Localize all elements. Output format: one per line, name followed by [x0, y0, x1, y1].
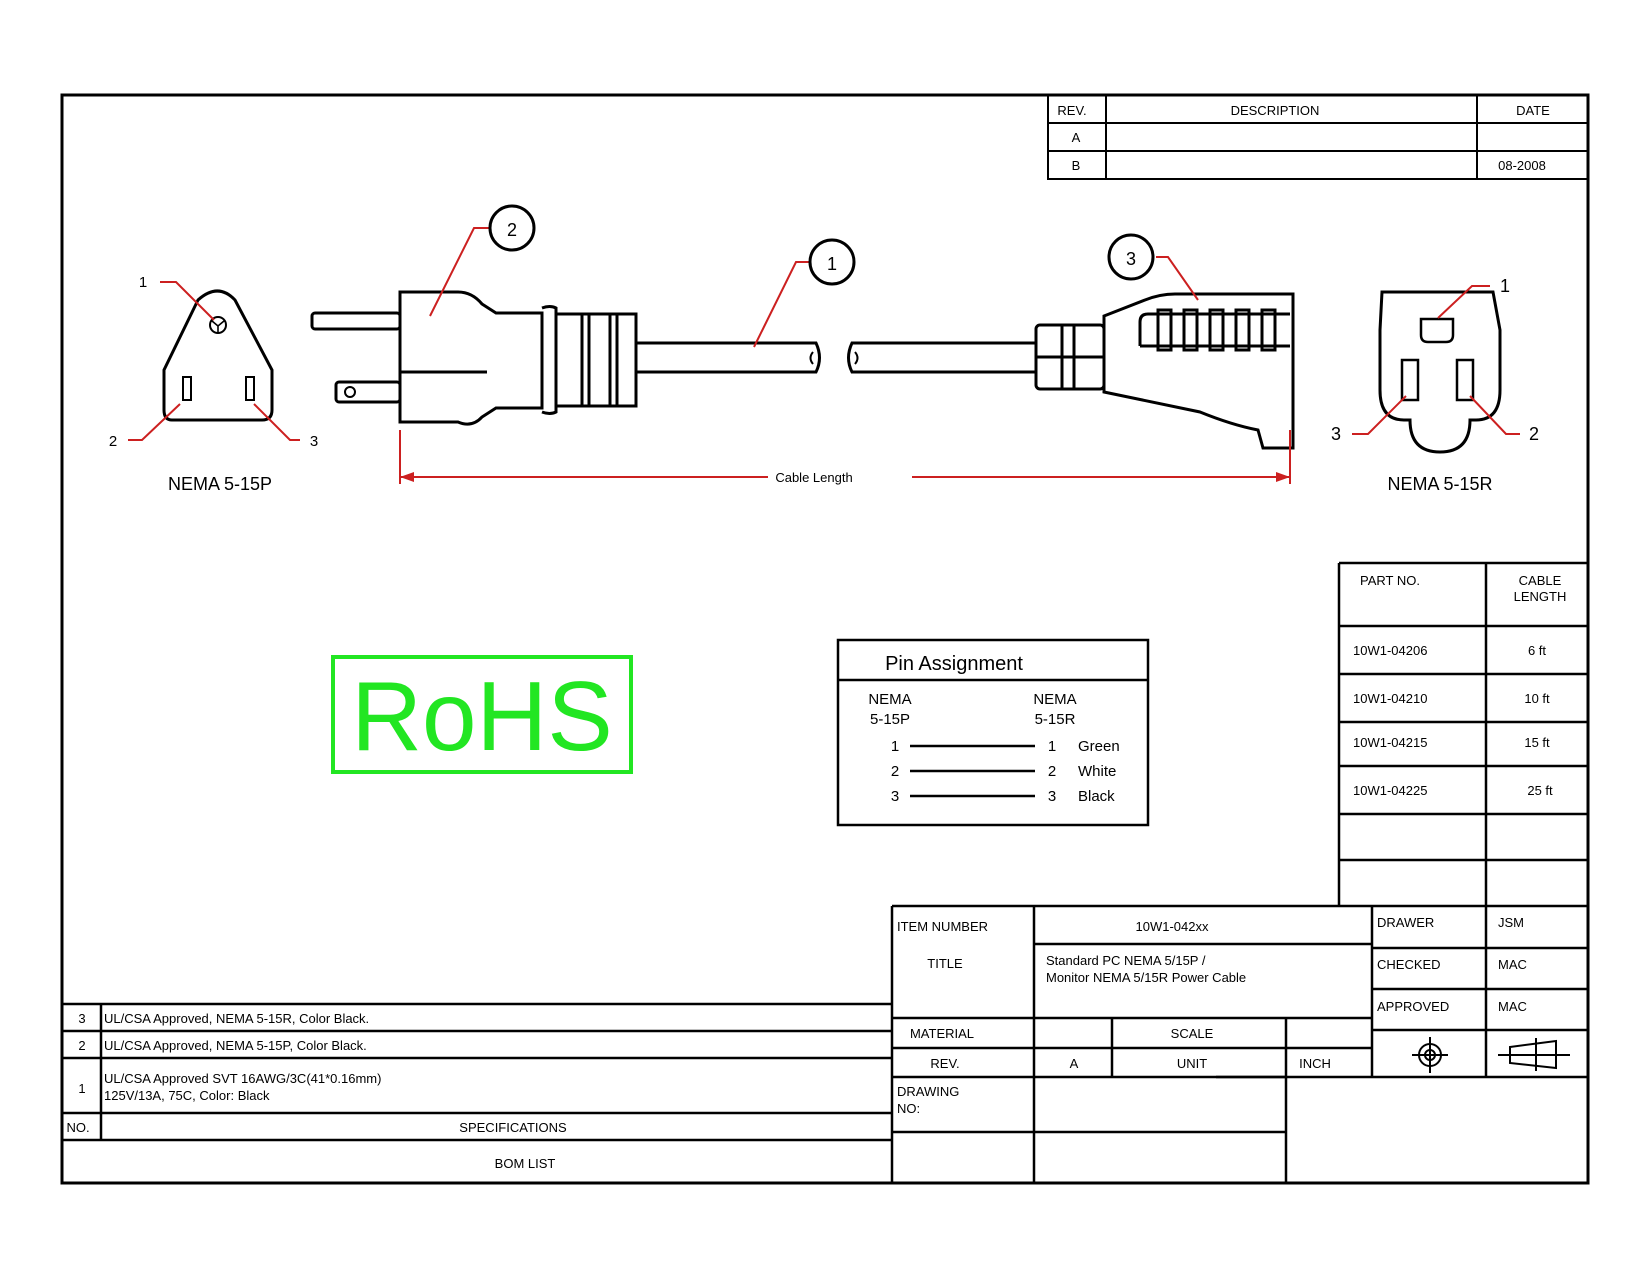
receptacle-face-leaders: [1352, 285, 1520, 435]
balloon-1: 1: [808, 238, 856, 286]
rev-header: REV.: [1057, 103, 1086, 118]
projection-cone-icon: [1498, 1038, 1570, 1071]
drawing-no-label-1: DRAWING: [897, 1084, 959, 1099]
part-row-4-part: 10W1-04225: [1353, 783, 1427, 798]
part-row-3-length: 15 ft: [1524, 735, 1550, 750]
part-row-2-part: 10W1-04210: [1353, 691, 1427, 706]
balloon-2: 2: [488, 204, 536, 252]
bom-list-label: BOM LIST: [495, 1156, 556, 1171]
pin-assignment-box: [836, 638, 1150, 827]
item-number-label: ITEM NUMBER: [897, 919, 988, 934]
pin-row-1: 1 1 Green: [891, 738, 1120, 755]
bom-row-1-spec-line-2: 125V/13A, 75C, Color: Black: [104, 1088, 270, 1103]
rev-b: B: [1072, 158, 1081, 173]
plug-face-leaders: [128, 281, 300, 441]
balloon-leaders: [429, 227, 1199, 348]
part-row-1-part: 10W1-04206: [1353, 643, 1427, 658]
plug-pin-2-label: 2: [109, 433, 117, 450]
title-line-2: Monitor NEMA 5/15R Power Cable: [1046, 970, 1246, 985]
svg-text:3: 3: [1048, 788, 1056, 805]
drawer-value: JSM: [1498, 915, 1524, 930]
pin-row-3: 3 3 Black: [891, 788, 1115, 805]
rev-label: REV.: [930, 1056, 959, 1071]
svg-text:2: 2: [507, 220, 517, 240]
part-no-header: PART NO.: [1360, 573, 1420, 588]
approved-value: MAC: [1498, 999, 1527, 1014]
svg-text:White: White: [1078, 763, 1116, 780]
bom-row-1-spec-line-1: UL/CSA Approved SVT 16AWG/3C(41*0.16mm): [104, 1071, 381, 1086]
projection-target-icon: [1412, 1037, 1448, 1073]
parts-table: [1337, 561, 1588, 906]
rev-value: A: [1070, 1056, 1079, 1071]
svg-text:3: 3: [891, 788, 899, 805]
receptacle-pin-3-label: 3: [1331, 424, 1341, 444]
pin-row-2: 2 2 White: [891, 763, 1117, 780]
description-header: DESCRIPTION: [1231, 103, 1320, 118]
rohs-mark: RoHS: [331, 655, 633, 774]
svg-text:1: 1: [827, 254, 837, 274]
title-line-1: Standard PC NEMA 5/15P /: [1046, 953, 1206, 968]
pin-assignment-title: Pin Assignment: [885, 653, 1023, 675]
part-row-4-length: 25 ft: [1527, 783, 1553, 798]
svg-text:RoHS: RoHS: [351, 661, 612, 771]
plug-side-view: [310, 290, 821, 426]
bom-row-3-no: 3: [78, 1011, 85, 1026]
svg-text:Black: Black: [1078, 788, 1115, 805]
bom-row-2-no: 2: [78, 1038, 85, 1053]
unit-value: INCH: [1299, 1056, 1331, 1071]
date-header: DATE: [1516, 103, 1550, 118]
pin-left-header-1: NEMA: [868, 691, 911, 708]
scale-label: SCALE: [1171, 1026, 1214, 1041]
svg-text:Green: Green: [1078, 738, 1120, 755]
unit-label: UNIT: [1177, 1056, 1207, 1071]
bom-row-3-spec: UL/CSA Approved, NEMA 5-15R, Color Black…: [104, 1011, 369, 1026]
svg-text:2: 2: [891, 763, 899, 780]
part-row-3-part: 10W1-04215: [1353, 735, 1427, 750]
title-block: [890, 904, 1588, 1183]
drawer-label: DRAWER: [1377, 915, 1434, 930]
cable-length-header-2: LENGTH: [1514, 589, 1567, 604]
bom-spec-header: SPECIFICATIONS: [459, 1120, 567, 1135]
drawing-no-label-2: NO:: [897, 1101, 920, 1116]
receptacle-face: [1378, 290, 1502, 454]
bom-row-1-no: 1: [78, 1081, 85, 1096]
plug-name: NEMA 5-15P: [168, 474, 272, 494]
svg-text:1: 1: [1048, 738, 1056, 755]
rev-a: A: [1072, 130, 1081, 145]
pin-right-header-2: 5-15R: [1035, 711, 1076, 728]
receptacle-name: NEMA 5-15R: [1387, 474, 1492, 494]
svg-text:2: 2: [1048, 763, 1056, 780]
receptacle-side-view: [847, 292, 1295, 450]
rev-b-date: 08-2008: [1498, 158, 1546, 173]
cable-length-header-1: CABLE: [1519, 573, 1562, 588]
balloon-3: 3: [1107, 233, 1155, 281]
title-label: TITLE: [927, 956, 963, 971]
approved-label: APPROVED: [1377, 999, 1449, 1014]
plug-pin-3-label: 3: [310, 433, 318, 450]
checked-label: CHECKED: [1377, 957, 1441, 972]
material-label: MATERIAL: [910, 1026, 974, 1041]
part-row-1-length: 6 ft: [1528, 643, 1546, 658]
cable-length-dimension: [399, 430, 1291, 484]
bom-row-2-spec: UL/CSA Approved, NEMA 5-15P, Color Black…: [104, 1038, 367, 1053]
sheet-border: [60, 93, 1590, 1185]
plug-pin-1-label: 1: [139, 274, 147, 291]
pin-right-header-1: NEMA: [1033, 691, 1076, 708]
receptacle-pin-2-label: 2: [1529, 424, 1539, 444]
item-number: 10W1-042xx: [1136, 919, 1209, 934]
bom-no-header: NO.: [66, 1120, 89, 1135]
bom-table: [62, 1002, 892, 1142]
pin-left-header-2: 5-15P: [870, 711, 910, 728]
receptacle-pin-1-label: 1: [1500, 276, 1510, 296]
revision-table: [1047, 94, 1589, 180]
part-row-2-length: 10 ft: [1524, 691, 1550, 706]
plug-face: [162, 289, 274, 422]
cable-length-label: Cable Length: [775, 470, 852, 485]
svg-text:3: 3: [1126, 249, 1136, 269]
checked-value: MAC: [1498, 957, 1527, 972]
svg-text:1: 1: [891, 738, 899, 755]
